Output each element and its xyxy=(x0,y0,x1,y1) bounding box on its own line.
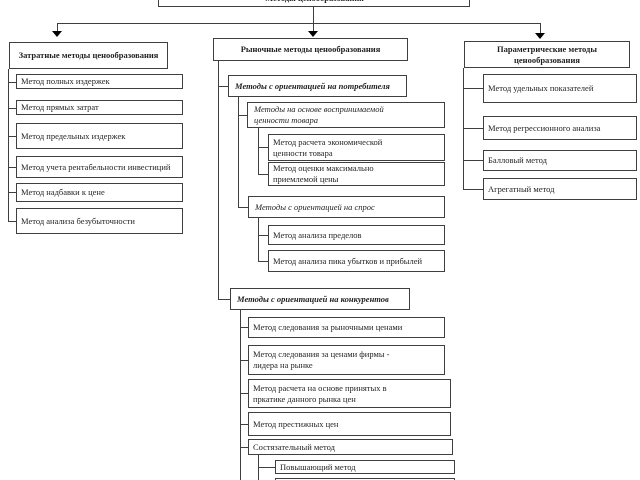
stub-consumer xyxy=(218,86,228,87)
subgroup-demand-box: Методы с ориентацией на спрос xyxy=(248,196,445,218)
method-label: Метод полных издержек xyxy=(21,76,110,87)
stub-raising xyxy=(258,467,275,468)
branch-header-cost-label: Затратные методы ценообразования xyxy=(18,50,159,61)
method-box: Метод престижных цен xyxy=(248,412,451,436)
spine-consumer xyxy=(238,97,239,207)
method-label: Метод анализа пределов xyxy=(273,229,362,240)
method-box: Метод прямых затрат xyxy=(16,100,183,115)
connector-root-drop xyxy=(313,7,314,23)
stub-cost-4 xyxy=(8,167,16,168)
stub-competitor xyxy=(218,299,230,300)
stub-regression xyxy=(463,128,483,129)
method-box: Агрегатный метод xyxy=(483,178,637,200)
branch-header-market-label: Рыночные методы ценообразования xyxy=(240,44,381,55)
group-consumer-box: Методы с ориентацией на потребителя xyxy=(228,75,407,97)
method-label: Метод оценки максимально приемлемой цены xyxy=(273,163,374,184)
method-label: Метод регрессионного анализа xyxy=(488,122,601,133)
arrowhead-middle xyxy=(308,31,318,37)
method-label: Метод учета рентабельности инвестиций xyxy=(21,161,171,172)
cut-off-box xyxy=(275,478,455,480)
method-box: Метод анализа безубыточности xyxy=(16,208,183,234)
arrowhead-right xyxy=(535,33,545,39)
method-box: Метод учета рентабельности инвестиций xyxy=(16,156,183,178)
branch-header-parametric-label: Параметрические методы ценообразования xyxy=(496,43,597,65)
group-competitor-box: Методы с ориентацией на конкурентов xyxy=(230,288,410,310)
connector-mid-drop xyxy=(313,23,314,32)
stub-econ-value xyxy=(258,147,268,148)
method-label: Метод предельных издержек xyxy=(21,130,126,141)
group-consumer-label: Методы с ориентацией на потребителя xyxy=(235,80,390,91)
stub-perceived xyxy=(238,115,247,116)
stub-scoring xyxy=(463,160,483,161)
method-label: Агрегатный метод xyxy=(488,183,555,194)
method-box: Состязательный метод xyxy=(248,439,453,455)
method-label: Метод следования за ценами фирмы - лидер… xyxy=(253,349,390,370)
stub-cost-6 xyxy=(8,221,16,222)
stub-competitive xyxy=(240,447,248,448)
arrowhead-left xyxy=(52,31,62,37)
branch-header-parametric: Параметрические методы ценообразования xyxy=(464,41,630,68)
connector-distribution xyxy=(57,23,541,24)
stub-follow-leader xyxy=(240,360,248,361)
spine-market xyxy=(218,61,219,299)
root-box: Методы ценообразования xyxy=(158,0,470,7)
method-label: Метод анализа безубыточности xyxy=(21,215,135,226)
stub-prestige xyxy=(240,424,248,425)
subgroup-perceived-value-label: Методы на основе воспринимаемой ценности… xyxy=(254,104,384,125)
method-label: Метод удельных показателей xyxy=(488,83,594,94)
method-box: Балловый метод xyxy=(483,150,637,171)
method-label: Метод анализа пика убытков и прибылей xyxy=(273,255,423,266)
stub-limits xyxy=(258,235,268,236)
method-label: Метод надбавки к цене xyxy=(21,187,105,198)
stub-cost-3 xyxy=(8,136,16,137)
stub-peak xyxy=(258,261,268,262)
stub-specific xyxy=(463,88,483,89)
method-label: Состязательный метод xyxy=(253,441,335,452)
method-label: Метод следования за рыночными ценами xyxy=(253,322,403,333)
method-label: Балловый метод xyxy=(488,155,547,166)
root-label: Методы ценообразования xyxy=(265,0,364,4)
method-box: Метод расчета на основе принятых в пркат… xyxy=(248,379,451,408)
method-label: Метод расчета экономической ценности тов… xyxy=(273,136,383,158)
method-label: Метод прямых затрат xyxy=(21,102,99,113)
spine-cost xyxy=(8,69,9,221)
stub-follow-market xyxy=(240,327,248,328)
spine-competitor xyxy=(240,310,241,480)
stub-accepted-prices xyxy=(240,393,248,394)
stub-aggregate xyxy=(463,189,483,190)
subgroup-demand-label: Методы с ориентацией на спрос xyxy=(255,201,375,212)
method-box: Метод оценки максимально приемлемой цены xyxy=(268,162,445,186)
method-box: Повышающий метод xyxy=(275,460,455,474)
method-box: Метод надбавки к цене xyxy=(16,183,183,202)
method-box: Метод регрессионного анализа xyxy=(483,116,637,140)
method-label: Метод престижных цен xyxy=(253,418,339,429)
group-competitor-label: Методы с ориентацией на конкурентов xyxy=(237,293,389,304)
method-box: Метод предельных издержек xyxy=(16,123,183,149)
branch-header-cost: Затратные методы ценообразования xyxy=(9,42,168,69)
subgroup-perceived-value-box: Методы на основе воспринимаемой ценности… xyxy=(247,102,445,128)
spine-perceived xyxy=(258,128,259,174)
stub-cost-1 xyxy=(8,82,16,83)
stub-cost-5 xyxy=(8,192,16,193)
branch-header-market: Рыночные методы ценообразования xyxy=(213,38,408,61)
connector-left-drop xyxy=(57,23,58,32)
method-box: Метод анализа пределов xyxy=(268,225,445,245)
method-box: Метод расчета экономической ценности тов… xyxy=(268,134,445,161)
method-label: Повышающий метод xyxy=(280,461,356,472)
spine-demand xyxy=(258,218,259,261)
method-box: Метод анализа пика убытков и прибылей xyxy=(268,250,445,272)
method-box: Метод следования за ценами фирмы - лидер… xyxy=(248,345,445,375)
method-box: Метод полных издержек xyxy=(16,74,183,89)
stub-demand xyxy=(238,207,248,208)
connector-right-drop xyxy=(540,23,541,34)
method-box: Метод удельных показателей xyxy=(483,74,637,103)
method-label: Метод расчета на основе принятых в пркат… xyxy=(253,382,387,404)
stub-cost-2 xyxy=(8,108,16,109)
method-box: Метод следования за рыночными ценами xyxy=(248,317,445,338)
stub-max-price xyxy=(258,174,268,175)
